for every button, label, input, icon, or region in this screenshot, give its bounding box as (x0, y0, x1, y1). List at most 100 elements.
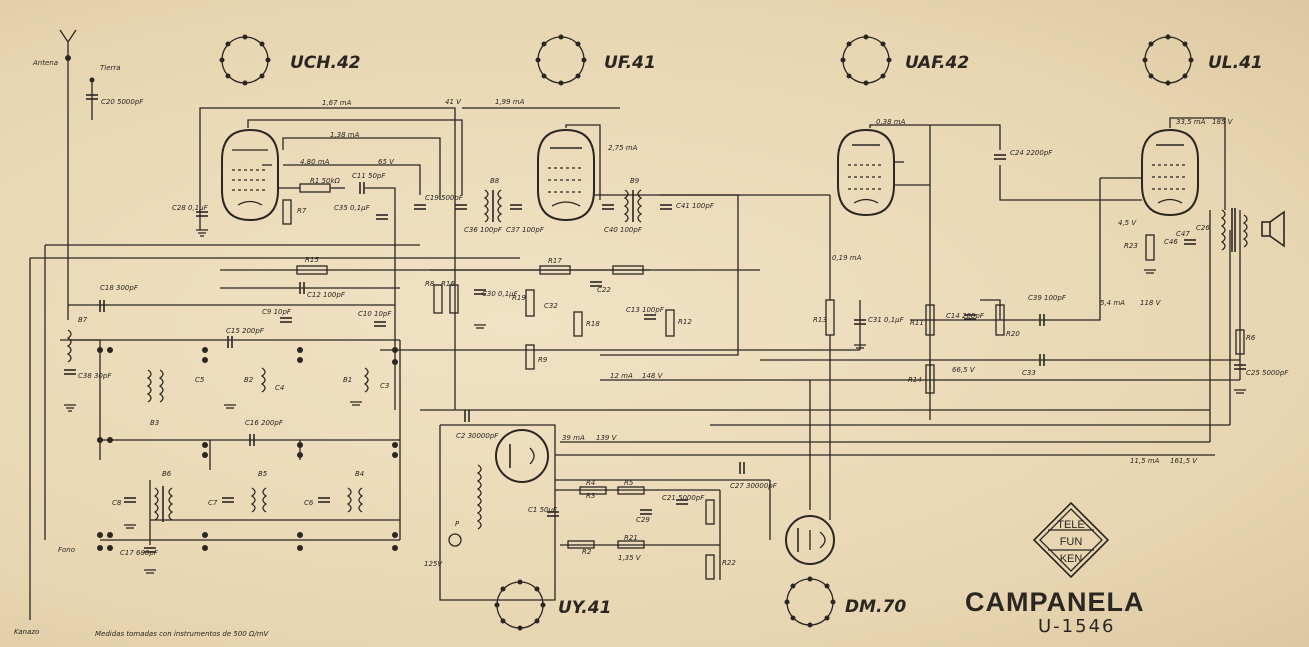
socket-uch42 (219, 34, 271, 86)
meas-label: 139 V (596, 434, 618, 442)
meas-label: 2,75 mA (608, 144, 638, 152)
meas-label: 0,38 mA (876, 118, 906, 126)
tube-ul41-symbol (1141, 128, 1199, 217)
antenna-label: Antena (32, 59, 58, 67)
meas-label: 39 mA (562, 434, 585, 442)
svg-text:C33: C33 (1022, 369, 1036, 377)
svg-text:C22: C22 (597, 286, 611, 294)
svg-text:C26: C26 (1196, 224, 1210, 232)
svg-text:C24 2200pF: C24 2200pF (1010, 149, 1053, 157)
svg-text:R13: R13 (813, 316, 827, 324)
svg-text:C46: C46 (1164, 238, 1178, 246)
svg-text:R8: R8 (425, 280, 435, 288)
component-labels: C20 5000pF C28 0,1µF R1 50kΩ C11 50pF R7… (58, 98, 1289, 568)
svg-text:C47: C47 (1176, 230, 1190, 238)
meas-label: 41 V (445, 98, 462, 106)
svg-text:C35 0,1µF: C35 0,1µF (334, 204, 371, 212)
tube-dm70-symbol (785, 515, 835, 565)
svg-text:C17 680pF: C17 680pF (120, 549, 159, 557)
if-transformer-b8 (483, 189, 503, 223)
svg-text:C3: C3 (380, 382, 389, 390)
meas-label: 65 V (378, 158, 395, 166)
tube-uf41-symbol (537, 128, 595, 222)
footnote: Medidas tomadas con instrumentos de 500 … (95, 630, 270, 638)
socket-ul41 (1142, 34, 1194, 86)
wiring (29, 107, 1241, 620)
tube-uy41-symbol (495, 429, 549, 483)
svg-text:C11 50pF: C11 50pF (352, 172, 386, 180)
socket-dm70 (784, 576, 836, 628)
svg-text:C4: C4 (275, 384, 284, 392)
svg-text:R5: R5 (624, 479, 634, 487)
svg-text:C12 100pF: C12 100pF (307, 291, 346, 299)
meas-label: 0,19 mA (832, 254, 862, 262)
signature: Kanazo (14, 628, 39, 636)
socket-uaf42 (840, 34, 892, 86)
socket-uy41 (494, 579, 546, 631)
svg-text:R19: R19 (512, 294, 526, 302)
measurement-labels: 1,67 mA 1,99 mA 1,38 mA 4,80 mA 2,75 mA … (300, 98, 1234, 562)
svg-text:B5: B5 (258, 470, 268, 478)
meas-label: 4,80 mA (300, 158, 330, 166)
svg-text:C36 100pF: C36 100pF (464, 226, 503, 234)
svg-text:B6: B6 (162, 470, 172, 478)
svg-text:B3: B3 (150, 419, 159, 427)
svg-text:C21 5000pF: C21 5000pF (662, 494, 705, 502)
output-transformer (1220, 208, 1248, 252)
svg-text:C5: C5 (195, 376, 205, 384)
svg-text:B8: B8 (490, 177, 500, 185)
svg-text:C29: C29 (636, 516, 650, 524)
meas-label: 11,5 mA (1130, 457, 1160, 465)
svg-text:R22: R22 (722, 559, 736, 567)
svg-text:R20: R20 (1006, 330, 1020, 338)
capacitors (64, 154, 1246, 553)
tube-label-uf41: UF.41 (604, 53, 656, 73)
meas-label: 33,5 mA (1176, 118, 1206, 126)
svg-text:R2: R2 (582, 548, 592, 556)
svg-text:R3: R3 (586, 492, 595, 500)
svg-text:R6: R6 (1246, 334, 1256, 342)
svg-text:C31 0,1µF: C31 0,1µF (868, 316, 905, 324)
svg-text:R21: R21 (624, 534, 638, 542)
svg-text:125V: 125V (424, 560, 443, 568)
ground-label: Tierra (100, 64, 121, 72)
rf-coils (66, 329, 369, 522)
meas-label: 118 V (1140, 299, 1162, 307)
svg-text:C9 10pF: C9 10pF (262, 308, 292, 316)
svg-text:C13 100pF: C13 100pF (626, 306, 665, 314)
meas-label: 148 V (642, 372, 664, 380)
svg-text:C39 100pF: C39 100pF (1028, 294, 1067, 302)
svg-text:B9: B9 (630, 177, 640, 185)
meas-label: 1,35 V (618, 554, 642, 562)
svg-text:Fono: Fono (58, 546, 75, 554)
meas-label: 1,38 mA (330, 131, 360, 139)
svg-text:R9: R9 (538, 356, 548, 364)
band-switch-contacts (97, 347, 398, 551)
logo-text-1: TELE (1057, 519, 1085, 531)
meas-label: 4,5 V (1118, 219, 1137, 227)
meas-label: 5,4 mA (1100, 299, 1125, 307)
svg-text:C38 30pF: C38 30pF (78, 372, 112, 380)
svg-text:C6: C6 (304, 499, 314, 507)
meas-label: 161,5 V (1170, 457, 1198, 465)
svg-text:C8: C8 (112, 499, 122, 507)
svg-text:C14 200pF: C14 200pF (946, 312, 985, 320)
svg-text:C2 30000pF: C2 30000pF (456, 432, 499, 440)
speaker-icon (1261, 210, 1285, 248)
svg-text:C16 200pF: C16 200pF (245, 419, 284, 427)
svg-text:R4: R4 (586, 479, 595, 487)
if-transformer-b9 (623, 189, 643, 223)
svg-text:R12: R12 (678, 318, 692, 326)
svg-text:C30 0,1µF: C30 0,1µF (482, 290, 519, 298)
telefunken-logo: TELE FUN KEN (1032, 501, 1110, 579)
svg-text:C1 50µF: C1 50µF (528, 506, 558, 514)
socket-uf41 (535, 34, 587, 86)
svg-text:C15 200pF: C15 200pF (226, 327, 265, 335)
svg-text:R7: R7 (297, 207, 307, 215)
tube-label-uaf42: UAF.42 (905, 53, 969, 73)
svg-text:C28 0,1µF: C28 0,1µF (172, 204, 209, 212)
svg-text:C20 5000pF: C20 5000pF (101, 98, 144, 106)
svg-text:B1: B1 (343, 376, 352, 384)
svg-text:C32: C32 (544, 302, 558, 310)
